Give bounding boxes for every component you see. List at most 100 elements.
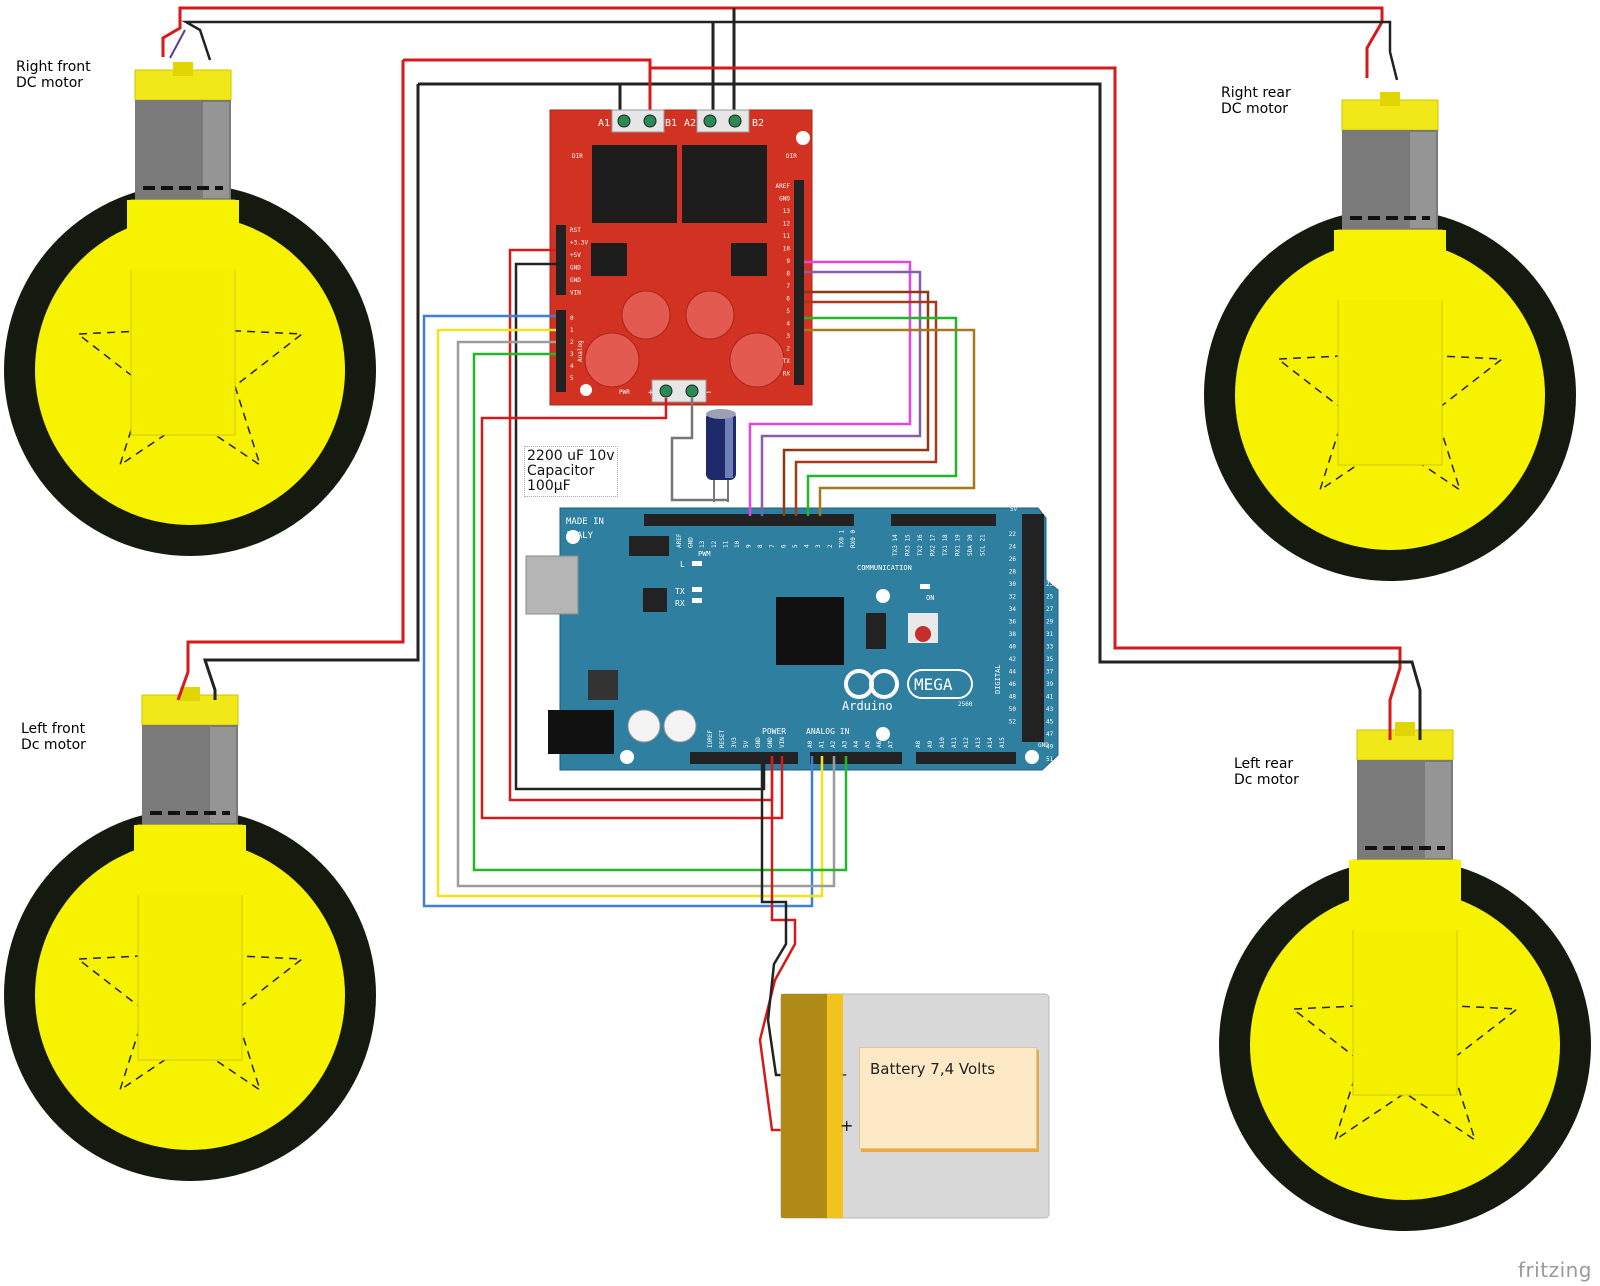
mega-power-pin-0: IOREF: [707, 730, 714, 748]
mega-analog2-pin-0: A8: [915, 740, 922, 748]
mega-digital-pin-7: 36: [1009, 619, 1017, 626]
mega-digital2-pin-8: 39: [1046, 681, 1054, 688]
right-front-motor-label: Right front DC motor: [16, 59, 91, 91]
driver-right-pin-2: 13: [783, 208, 791, 215]
capacitor-label: 2200 uF 10v Capacitor 100µF: [524, 446, 618, 497]
mega-digital-pin-11: 44: [1009, 669, 1017, 676]
pwr-plus: +: [648, 388, 654, 398]
mega-digital-pin-10: 42: [1009, 656, 1017, 663]
mega-digital2-pin-14: 51: [1046, 756, 1054, 763]
led-l-label: L: [680, 560, 685, 569]
mega-digital2-pin-5: 33: [1046, 644, 1054, 651]
mega-analog-pin-7: A7: [888, 740, 895, 748]
driver-analog-pin-1: 1: [570, 327, 574, 334]
driver-analog-pin-2: 2: [570, 339, 574, 346]
mega-digital2-pin-13: 49: [1046, 744, 1054, 751]
motor-wires: [161, 6, 1422, 740]
mega-power-pin-5: GND: [767, 737, 774, 748]
header-5v-label: 5V: [1010, 506, 1018, 513]
driver-left-pin-1: +3.3V: [570, 240, 588, 247]
mega-digital-pin-12: 46: [1009, 681, 1017, 688]
mega-digital2-pin-12: 47: [1046, 731, 1054, 738]
mega-digital2-pin-3: 29: [1046, 619, 1054, 626]
mega-comm-pin-7: SCL 21: [980, 534, 987, 556]
mega-power-pin-2: 3V3: [731, 737, 738, 748]
driver-right-pin-12: 3: [786, 333, 790, 340]
arduino-mega-board: MADE IN ITALY PWM COMMUNICATION L TX RX …: [525, 506, 1059, 776]
mega-digital-pin-1: 24: [1009, 544, 1017, 551]
mega-comm-pin-1: RX3 15: [905, 534, 912, 556]
driver-right-pin-10: 5: [786, 308, 790, 315]
mega-analog-pin-3: A3: [842, 740, 849, 748]
driver-left-pin-5: VIN: [570, 290, 581, 297]
mega-comm-pin-3: RX2 17: [930, 534, 937, 556]
rx-label: RX: [675, 599, 685, 608]
terminal-a1: A1: [598, 118, 610, 129]
tx-label: TX: [675, 587, 685, 596]
driver-left-pin-4: GND: [570, 277, 581, 284]
mega-digital-pin-5: 32: [1009, 594, 1017, 601]
pwm-label: PWM: [698, 550, 711, 558]
mega-digital-pin-3: 28: [1009, 569, 1017, 576]
mega-digital2-pin-6: 35: [1046, 656, 1054, 663]
left-rear-motor-label: Left rear Dc motor: [1234, 756, 1299, 788]
mega-analog2-pin-6: A14: [987, 737, 994, 748]
mega-digital-pin-9: 40: [1009, 644, 1017, 651]
pwr-label: PWR: [619, 389, 630, 396]
mega-analog-pin-1: A1: [819, 740, 826, 748]
dir-label-left: DIR: [572, 153, 583, 160]
mega-power-pin-6: VIN: [779, 737, 786, 748]
driver-right-pin-4: 11: [783, 233, 791, 240]
mega-analog2-pin-3: A11: [951, 737, 958, 748]
capacitor: [706, 409, 736, 502]
mega-analog2-pin-4: A12: [963, 737, 970, 748]
mega-digital-pin-8: 38: [1009, 631, 1017, 638]
mega-top-pin-3: 12: [711, 540, 718, 548]
mega-top-pin-11: 4: [804, 544, 811, 548]
mega-digital2-pin-0: 23: [1046, 581, 1054, 588]
driver-right-pin-6: 9: [786, 258, 790, 265]
driver-left-pin-2: +5V: [570, 252, 581, 259]
mega-top-pin-13: 2: [827, 544, 834, 548]
mega-digital2-pin-10: 43: [1046, 706, 1054, 713]
mega-analog-pin-6: A6: [876, 740, 883, 748]
left-front-motor-label: Left front Dc motor: [21, 721, 86, 753]
digital-label: DIGITAL: [994, 664, 1002, 694]
mega-digital-pin-6: 34: [1009, 606, 1017, 613]
mega-top-pin-1: GND: [688, 537, 695, 548]
terminal-b1: B1: [665, 118, 677, 129]
battery-wires: [758, 756, 797, 1132]
driver-analog-pin-3: 3: [570, 351, 574, 358]
driver-right-pin-7: 8: [786, 271, 790, 278]
left-rear-motor: [1218, 720, 1592, 1232]
mega-digital2-pin-4: 31: [1046, 631, 1054, 638]
on-label: ON: [926, 594, 934, 602]
driver-right-pin-14: TX: [783, 358, 791, 365]
arduino-label: Arduino: [842, 699, 893, 713]
driver-right-pin-5: 10: [783, 246, 791, 253]
mega-top-pin-12: 3: [815, 544, 822, 548]
mega-digital2-pin-11: 45: [1046, 719, 1054, 726]
mega-digital-pin-4: 30: [1009, 581, 1017, 588]
driver-analog-pin-4: 4: [570, 363, 574, 370]
mega-digital2-pin-1: 25: [1046, 594, 1054, 601]
mega-comm-pin-4: TX1 18: [942, 534, 949, 556]
power-label: POWER: [762, 727, 786, 736]
terminal-b2: B2: [752, 118, 764, 129]
header-gnd-label: GND: [1038, 742, 1049, 749]
driver-right-pin-0: AREF: [776, 183, 791, 190]
right-rear-motor-label: Right rear DC motor: [1221, 85, 1291, 117]
mega-power-pin-4: GND: [755, 737, 762, 748]
mega-top-pin-2: 13: [699, 540, 706, 548]
mega-top-pin-6: 9: [746, 544, 753, 548]
mega-analog2-pin-1: A9: [927, 740, 934, 748]
mega-digital-pin-0: 22: [1009, 531, 1017, 538]
mega-analog2-pin-2: A10: [939, 737, 946, 748]
mega-digital-pin-14: 50: [1009, 706, 1017, 713]
